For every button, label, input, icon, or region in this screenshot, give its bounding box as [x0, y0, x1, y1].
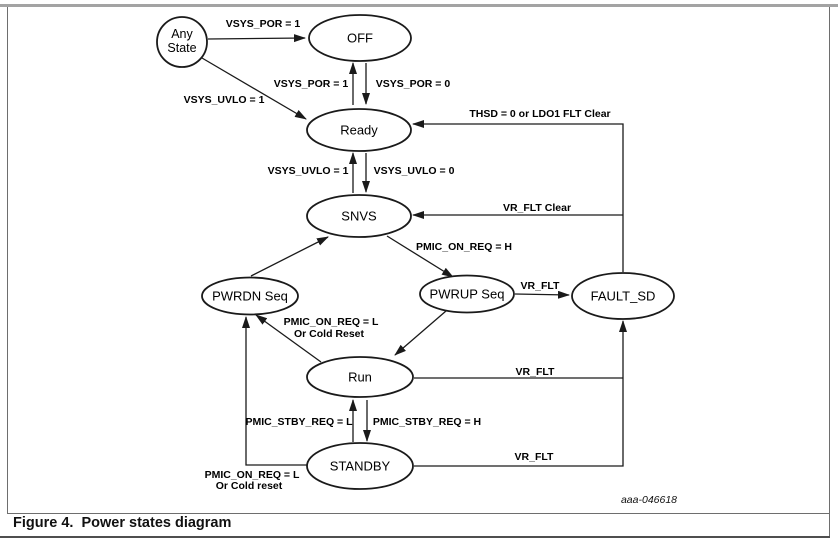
- standby-label: STANDBY: [330, 459, 391, 474]
- snvs-shape: [306, 194, 412, 238]
- state-node-any-state: Any State: [156, 16, 208, 68]
- state-node-fault-sd: FAULT_SD: [571, 272, 675, 320]
- edge-label-standby-to-run: PMIC_STBY_REQ = L: [245, 416, 353, 428]
- fault-sd-label: FAULT_SD: [591, 289, 656, 304]
- state-node-pwrdn-seq: PWRDN Seq: [201, 276, 299, 316]
- edge-pwrup-to-run: [394, 310, 447, 356]
- off-label: OFF: [347, 31, 373, 46]
- ready-shape: [306, 108, 412, 152]
- state-node-snvs: SNVS: [306, 194, 412, 238]
- edge-label-standby-to-pwrdn-line2: Or Cold reset: [216, 480, 283, 492]
- diagram-nodes: Any State OFF Ready SNVS PWRDN Seq PW: [156, 14, 675, 490]
- standby-shape: [306, 442, 414, 490]
- any-state-shape: [156, 16, 208, 68]
- figure-frame: [0, 4, 838, 538]
- pwrup-seq-label: PWRUP Seq: [430, 287, 505, 302]
- pwrdn-seq-shape: [201, 276, 299, 316]
- edge-anystate-to-ready: [201, 57, 307, 120]
- state-node-ready: Ready: [306, 108, 412, 152]
- edge-label-fault-to-ready: THSD = 0 or LDO1 FLT Clear: [469, 108, 610, 120]
- edge-label-anystate-to-off: VSYS_POR = 1: [226, 18, 301, 30]
- state-node-pwrup-seq: PWRUP Seq: [419, 274, 515, 314]
- edge-label-off-to-ready: VSYS_POR = 0: [376, 78, 451, 90]
- pwrdn-seq-label: PWRDN Seq: [212, 289, 288, 304]
- fault-sd-shape: [571, 272, 675, 320]
- any-state-label-line2: State: [167, 41, 196, 55]
- diagram-edges: [201, 34, 627, 467]
- edge-label-run-to-fault: VR_FLT: [516, 366, 555, 378]
- edge-anystate-to-off: [207, 34, 306, 43]
- edge-label-standby-to-pwrdn-line1: PMIC_ON_REQ = L: [205, 469, 300, 481]
- run-label: Run: [348, 370, 372, 385]
- edge-label-run-to-pwrdn-line1: PMIC_ON_REQ = L: [284, 316, 379, 328]
- edge-label-pwrup-to-fault: VR_FLT: [521, 280, 560, 292]
- state-node-off: OFF: [308, 14, 412, 62]
- state-node-run: Run: [306, 356, 414, 398]
- edge-label-snvs-to-pwrup: PMIC_ON_REQ = H: [416, 241, 512, 253]
- edge-label-ready-to-off: VSYS_POR = 1: [274, 78, 349, 90]
- edge-run-to-pwrdn: [255, 314, 322, 363]
- run-shape: [306, 356, 414, 398]
- state-node-standby: STANDBY: [306, 442, 414, 490]
- edge-label-fault-to-snvs: VR_FLT Clear: [503, 202, 571, 214]
- edge-label-ready-to-snvs: VSYS_UVLO = 0: [374, 165, 455, 177]
- off-shape: [308, 14, 412, 62]
- pwrup-seq-shape: [419, 274, 515, 314]
- edge-standby-to-pwrdn: [242, 316, 307, 466]
- ready-label: Ready: [340, 123, 378, 138]
- edge-label-run-to-pwrdn-line2: Or Cold Reset: [294, 328, 365, 340]
- edge-label-snvs-to-ready: VSYS_UVLO = 1: [268, 165, 349, 177]
- edge-standby-to-fault: [414, 320, 627, 467]
- frame-top-bar: [0, 4, 838, 7]
- figure-caption: Figure 4. Power states diagram: [13, 515, 232, 531]
- edge-snvs-to-pwrup: [386, 235, 454, 278]
- snvs-label: SNVS: [341, 209, 377, 224]
- edge-label-run-to-standby: PMIC_STBY_REQ = H: [373, 416, 481, 428]
- edge-pwrdn-to-snvs: [250, 236, 329, 277]
- edge-label-standby-to-fault: VR_FLT: [515, 451, 554, 463]
- edge-label-anystate-to-ready: VSYS_UVLO = 1: [184, 94, 265, 106]
- diagram-edge-labels: VSYS_POR = 1 VSYS_UVLO = 1 VSYS_POR = 1 …: [184, 18, 611, 492]
- figure-watermark: aaa-046618: [621, 494, 677, 506]
- edge-fault-to-ready: [412, 120, 624, 272]
- any-state-label-line1: Any: [171, 27, 193, 41]
- edge-pwrup-to-fault: [514, 290, 570, 299]
